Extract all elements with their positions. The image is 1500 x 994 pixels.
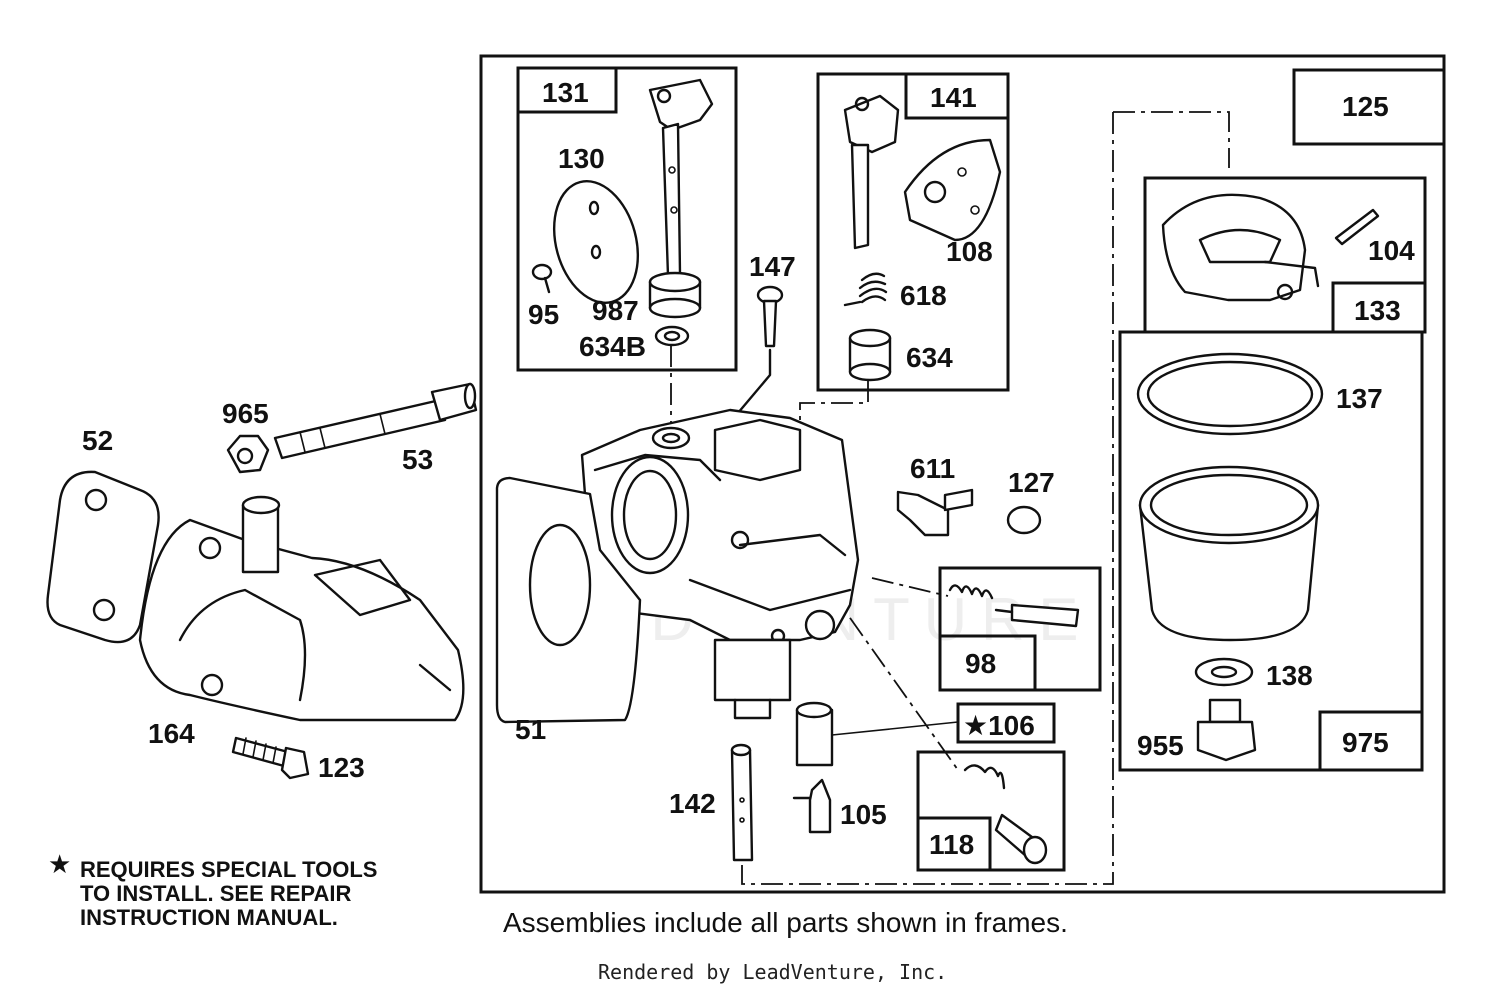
- label-108: 108: [946, 236, 993, 267]
- label-box-141: [904, 72, 1010, 120]
- label-975: 975: [1342, 727, 1389, 758]
- assembly-line-125: [1113, 111, 1230, 168]
- needle-105: [792, 778, 832, 834]
- float-bowl: [1138, 465, 1320, 642]
- assemblies-caption: Assemblies include all parts shown in fr…: [503, 907, 1068, 938]
- screw-95: [531, 263, 553, 294]
- note-line-1: REQUIRES SPECIAL TOOLS: [80, 857, 378, 882]
- gasket-52: [46, 470, 160, 644]
- special-tools-note: ★ REQUIRES SPECIAL TOOLS TO INSTALL. SEE…: [48, 849, 378, 930]
- washer-634b: [654, 325, 690, 347]
- shaft-141: [843, 94, 900, 250]
- needle-98: [948, 584, 1080, 628]
- label-105: 105: [840, 799, 887, 830]
- fitting-611: [896, 488, 974, 537]
- shaft-131: [648, 78, 714, 278]
- seal-634: [848, 328, 892, 382]
- seat-106: [795, 701, 959, 767]
- label-138: 138: [1266, 660, 1313, 691]
- main-frame: [479, 54, 1446, 894]
- gasket-137: [1136, 352, 1324, 436]
- screw-118: [963, 764, 1048, 865]
- label-98: 98: [965, 648, 996, 679]
- label-118: 118: [929, 829, 974, 860]
- label-142: 142: [669, 788, 716, 819]
- label-965: 965: [222, 398, 269, 429]
- plate-108: [903, 138, 1002, 242]
- bolt-955: [1196, 698, 1257, 762]
- screw-147: [698, 285, 784, 460]
- rendered-by-credit: Rendered by LeadVenture, Inc.: [598, 960, 948, 984]
- label-box-118: [916, 816, 992, 872]
- label-box-131: [516, 66, 618, 114]
- label-125: 125: [1342, 91, 1389, 122]
- washer-138: [1194, 657, 1254, 687]
- label-130: 130: [558, 143, 605, 174]
- intake-elbow-164: [138, 495, 465, 722]
- plug-127: [1006, 505, 1042, 535]
- label-53: 53: [402, 444, 433, 475]
- label-box-125: [1292, 68, 1446, 146]
- label-131: 131: [542, 77, 589, 108]
- label-137: 137: [1336, 383, 1383, 414]
- label-987: 987: [592, 295, 639, 326]
- label-618: 618: [900, 280, 947, 311]
- label-164: 164: [148, 718, 195, 749]
- note-line-2: TO INSTALL. SEE REPAIR: [80, 881, 352, 906]
- label-147: 147: [749, 251, 796, 282]
- label-box-98: [938, 634, 1037, 692]
- screw-123: [231, 736, 310, 780]
- label-104: 104: [1368, 235, 1415, 266]
- frame-131: [516, 66, 738, 372]
- nut-965: [226, 434, 270, 474]
- gasket-51: [495, 476, 642, 724]
- label-127: 127: [1008, 467, 1055, 498]
- label-106: ★106: [963, 710, 1035, 741]
- spring-618: [843, 272, 888, 307]
- label-box-106: [956, 702, 1056, 744]
- label-634b: 634B: [579, 331, 646, 362]
- frame-975: [1118, 330, 1424, 772]
- label-123: 123: [318, 752, 365, 783]
- plate-130: [552, 180, 640, 304]
- carburetor-body: [580, 408, 860, 720]
- assembly-line-left: [741, 112, 1114, 885]
- tube-142: [730, 743, 754, 862]
- seal-987: [648, 271, 702, 319]
- pin-104: [1334, 208, 1380, 246]
- label-955: 955: [1137, 730, 1184, 761]
- assembly-line-634: [799, 380, 869, 432]
- label-box-975: [1318, 710, 1424, 772]
- assembly-line-98: [871, 577, 949, 597]
- note-line-3: INSTRUCTION MANUAL.: [80, 905, 338, 930]
- label-51: 51: [515, 714, 546, 745]
- label-95: 95: [528, 299, 559, 330]
- stud-53: [273, 382, 478, 460]
- float-133: [1161, 193, 1320, 302]
- label-133: 133: [1354, 295, 1401, 326]
- label-634: 634: [906, 342, 953, 373]
- label-52: 52: [82, 425, 113, 456]
- label-611: 611: [910, 453, 955, 484]
- label-141: 141: [930, 82, 977, 113]
- star-glyph: ★: [48, 849, 72, 879]
